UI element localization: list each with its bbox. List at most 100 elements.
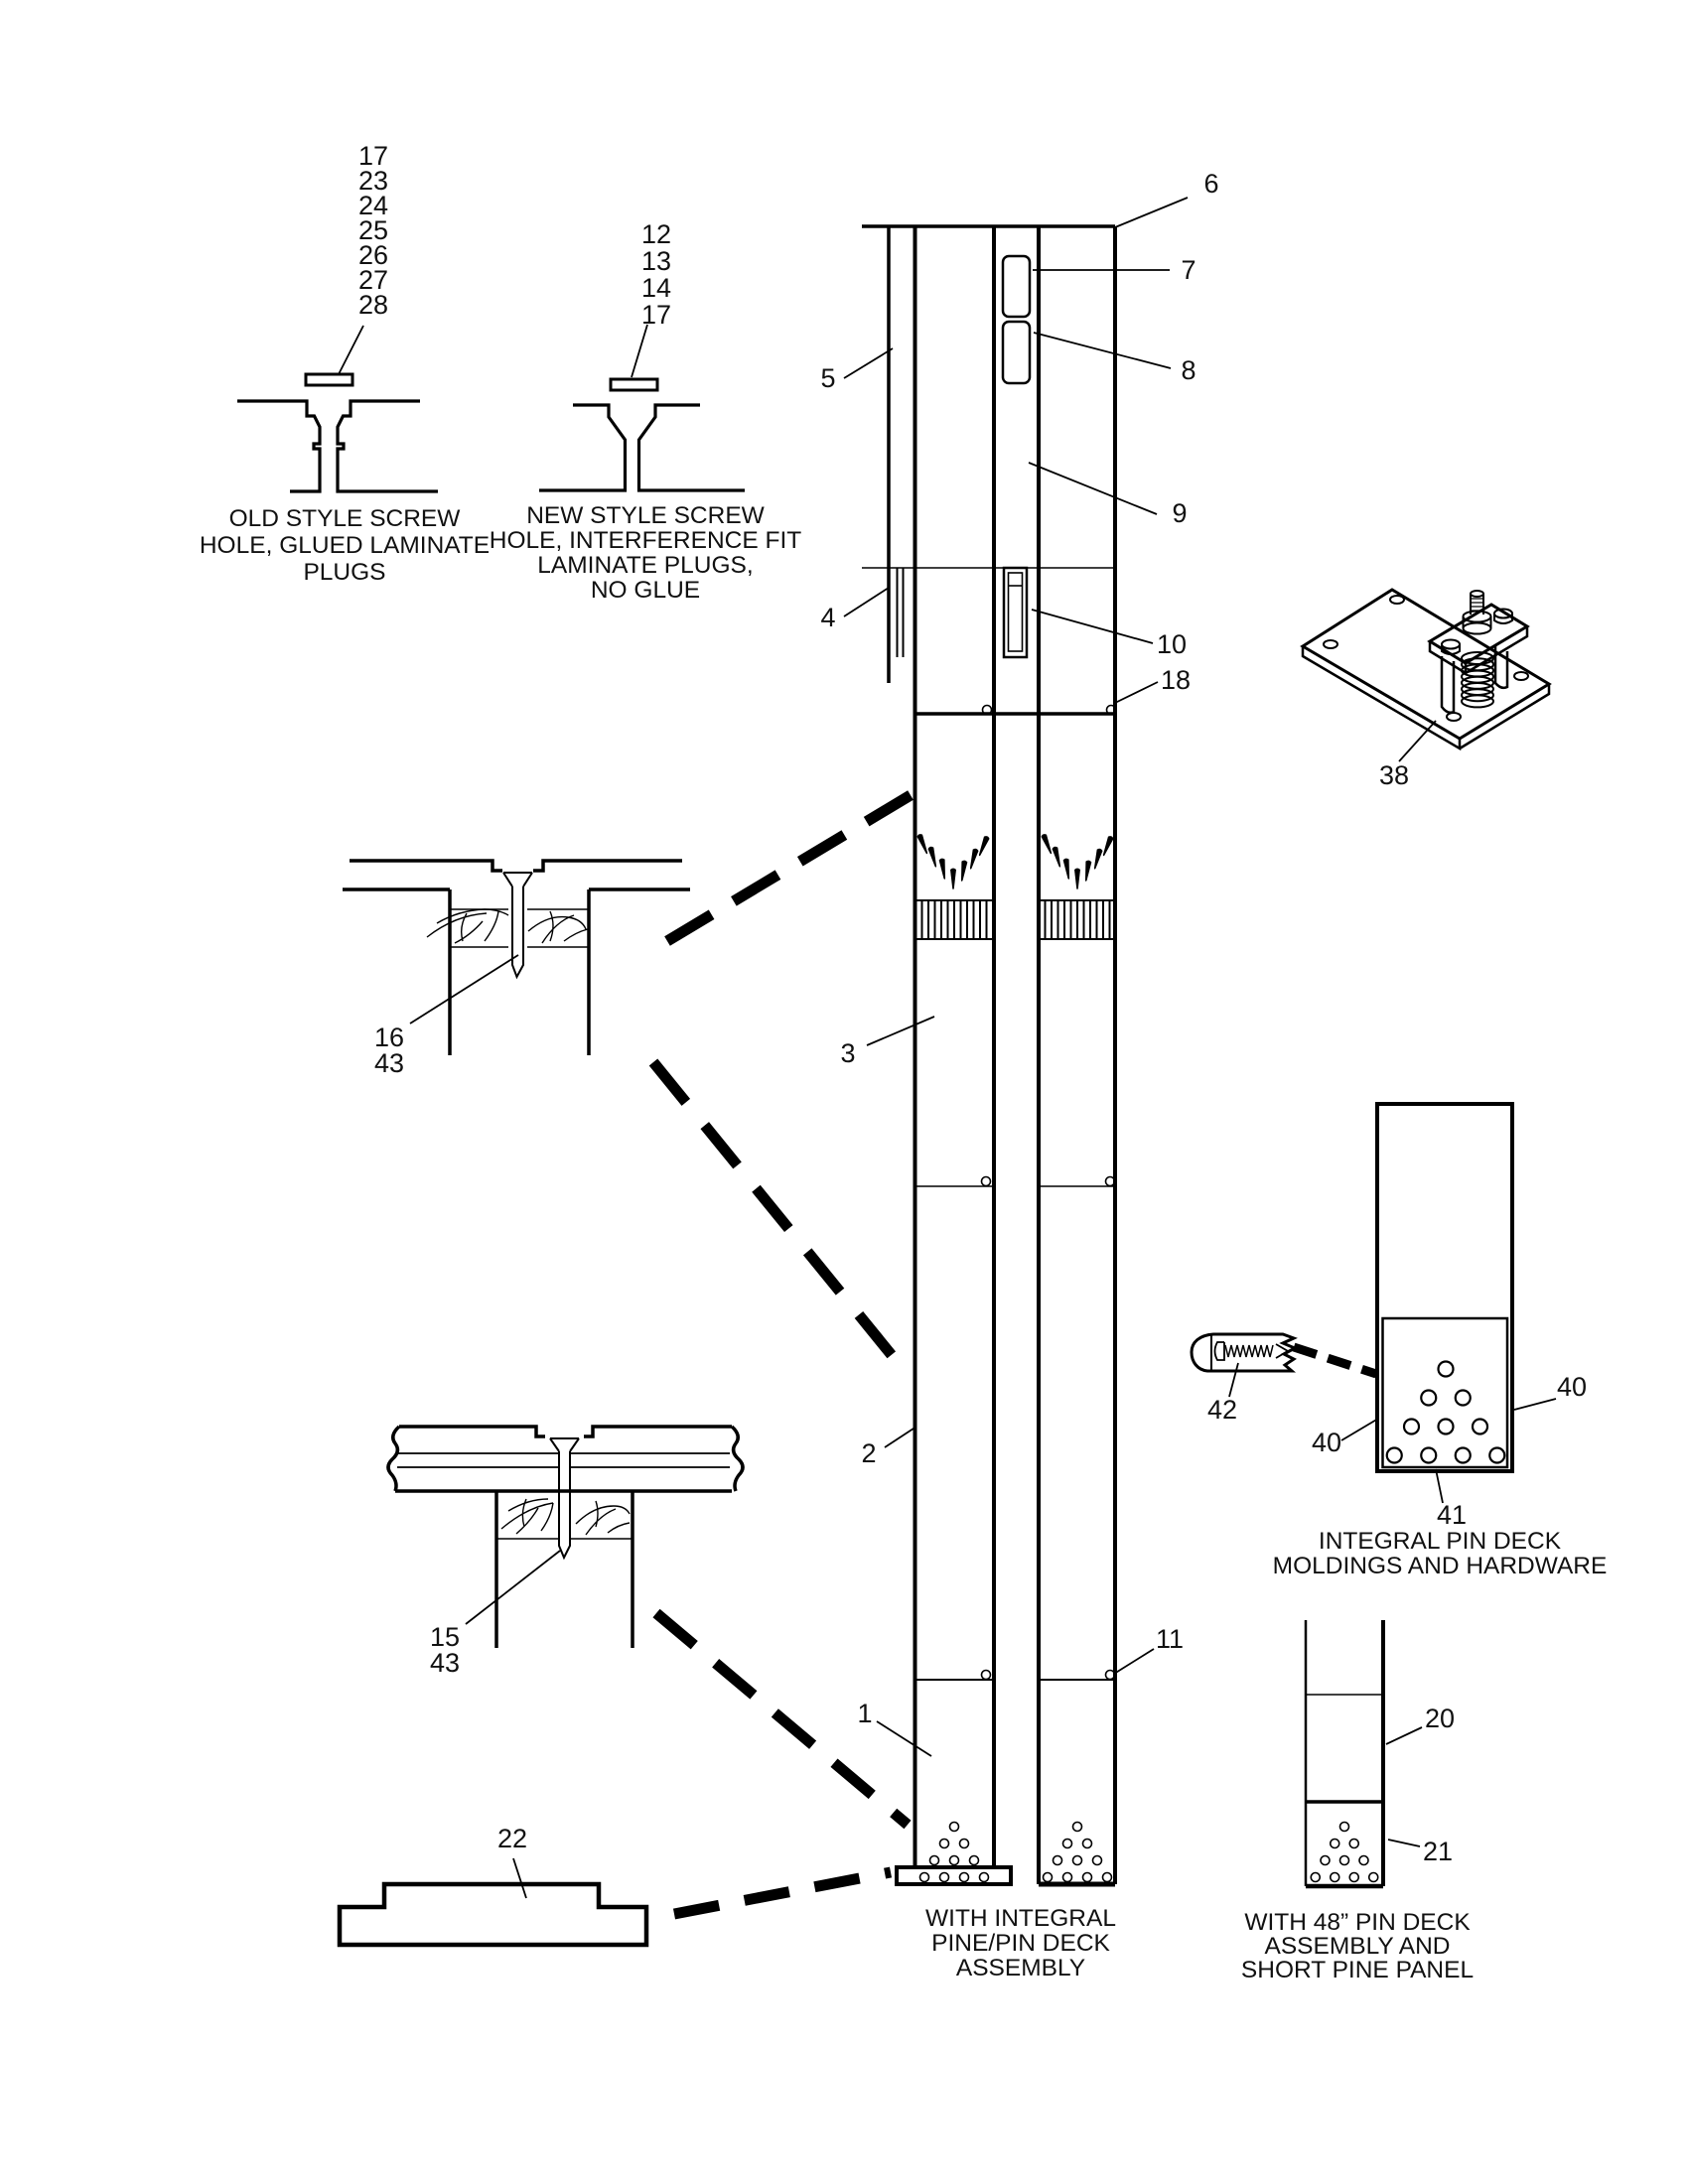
leader-16-43 (409, 954, 519, 1024)
spring-post-left (1440, 656, 1456, 715)
molding-left-wave (386, 1425, 401, 1492)
callout-3: 3 (840, 1038, 855, 1068)
detail-pointers (648, 790, 1378, 1920)
new-style-caption: NO GLUE (591, 577, 700, 604)
right-column-pin-holes (1052, 1854, 1063, 1866)
short-pine-column (1304, 1620, 1385, 1889)
short-column-pin-holes (1329, 1838, 1340, 1849)
detail-lower-parts: 43 (430, 1648, 460, 1678)
bolt-head (1441, 638, 1461, 650)
pointer-molding-22 (672, 1866, 893, 1920)
joint-screw-hole (980, 1175, 992, 1187)
short-panel-caption: WITH 48” PIN DECK (1244, 1909, 1471, 1936)
short-column-pin-holes (1310, 1871, 1322, 1883)
integral-assembly-caption: PINE/PIN DECK (931, 1930, 1110, 1957)
short-column-pin-holes (1329, 1871, 1340, 1883)
pin-deck-panel-holes (1471, 1418, 1489, 1435)
leader-5 (843, 347, 894, 379)
leader-38 (1398, 720, 1437, 762)
pin-deck-panel-holes (1488, 1446, 1506, 1464)
callout-1: 1 (857, 1699, 872, 1728)
screw-42-threads (1224, 1344, 1274, 1358)
new-style-parts: 17 (641, 300, 671, 330)
kickback-plate-38 (1300, 588, 1552, 751)
nail-arrow (1074, 868, 1080, 889)
nail-arrow (1041, 834, 1053, 855)
short-column-pin-holes (1367, 1871, 1379, 1883)
joint-screw-hole (1104, 1669, 1116, 1681)
main-assembly (862, 224, 1506, 1887)
lane-molding-22 (337, 1881, 649, 1948)
spring-coil (1461, 694, 1494, 709)
new-style-parts: 14 (641, 273, 671, 303)
leader-3 (866, 1016, 935, 1046)
leader-lines (338, 197, 1557, 1899)
callout-42: 42 (1207, 1395, 1237, 1425)
short-column-pin-holes (1338, 1854, 1350, 1866)
molding-top-outline (399, 1425, 732, 1438)
molding-22-outline (337, 1881, 649, 1948)
old-style-parts: 23 (358, 166, 388, 196)
callout-41: 41 (1437, 1500, 1467, 1530)
right-column-pin-holes (1071, 1854, 1083, 1866)
leader-15-43 (465, 1550, 561, 1625)
callout-6: 6 (1203, 169, 1218, 199)
right-column-pin-holes (1061, 1871, 1073, 1883)
plate-hole (1446, 712, 1462, 722)
callout-40: 40 (1557, 1372, 1587, 1402)
pin-deck-caption: INTEGRAL PIN DECK (1319, 1528, 1562, 1555)
old-style-parts: 25 (358, 215, 388, 245)
detail-lower-parts: 15 (430, 1622, 460, 1652)
new-style-caption: HOLE, INTERFERENCE FIT (490, 527, 801, 554)
new-style-caption: NEW STYLE SCREW (526, 502, 765, 529)
leader-40-left (1340, 1418, 1379, 1441)
new-style-caption: LAMINATE PLUGS, (537, 552, 753, 579)
nail-arrow (916, 834, 928, 855)
left-column-pin-holes (938, 1871, 950, 1883)
left-column-pin-holes (958, 1838, 970, 1849)
pin-deck-panel-holes (1454, 1446, 1472, 1464)
nail-arrow (938, 858, 946, 880)
right-column-pin-holes (1091, 1854, 1103, 1866)
nail-arrow (960, 860, 968, 882)
bolt-head-side (1493, 614, 1513, 624)
left-column-pin-holes (928, 1854, 940, 1866)
new-style-profile-left (539, 403, 628, 492)
leader-40-right (1513, 1398, 1557, 1411)
callout-7: 7 (1181, 255, 1196, 285)
molding-42-outline (1190, 1332, 1299, 1373)
bolt-head-side (1441, 644, 1461, 655)
right-column-pin-holes (1042, 1871, 1054, 1883)
screw-head (502, 872, 533, 887)
old-style-parts: 17 (358, 141, 388, 171)
nail-arrow (1093, 848, 1103, 870)
screw-42-head (1213, 1341, 1225, 1361)
old-style-parts: 24 (358, 191, 388, 220)
leader-22 (512, 1857, 527, 1899)
surface-top (350, 859, 682, 873)
new-style-parts: 13 (641, 246, 671, 276)
short-column-pin-holes (1320, 1854, 1331, 1866)
leader-1 (876, 1720, 932, 1757)
short-column-pin-holes (1358, 1854, 1369, 1866)
spring-coil (1461, 688, 1494, 703)
joint-screw-hole (980, 1669, 992, 1681)
callout-11: 11 (1156, 1624, 1184, 1654)
panel-40-outer (1375, 1102, 1514, 1473)
callout-21: 21 (1423, 1837, 1453, 1866)
pin-deck-panel-holes (1420, 1446, 1438, 1464)
leader-41 (1435, 1468, 1444, 1504)
leader-42 (1228, 1362, 1239, 1398)
old-style-screw-detail (237, 372, 438, 493)
upper-screw-joint-detail (343, 859, 690, 1055)
integral-assembly-caption: ASSEMBLY (956, 1955, 1085, 1981)
leader-17-plug (631, 324, 648, 378)
leader-8 (1033, 332, 1172, 369)
clamp-plate-thickness (1428, 626, 1529, 676)
integral-assembly-caption: WITH INTEGRAL (925, 1905, 1116, 1932)
plate-hole (1323, 639, 1338, 649)
joint-screw-hole (1105, 704, 1117, 716)
